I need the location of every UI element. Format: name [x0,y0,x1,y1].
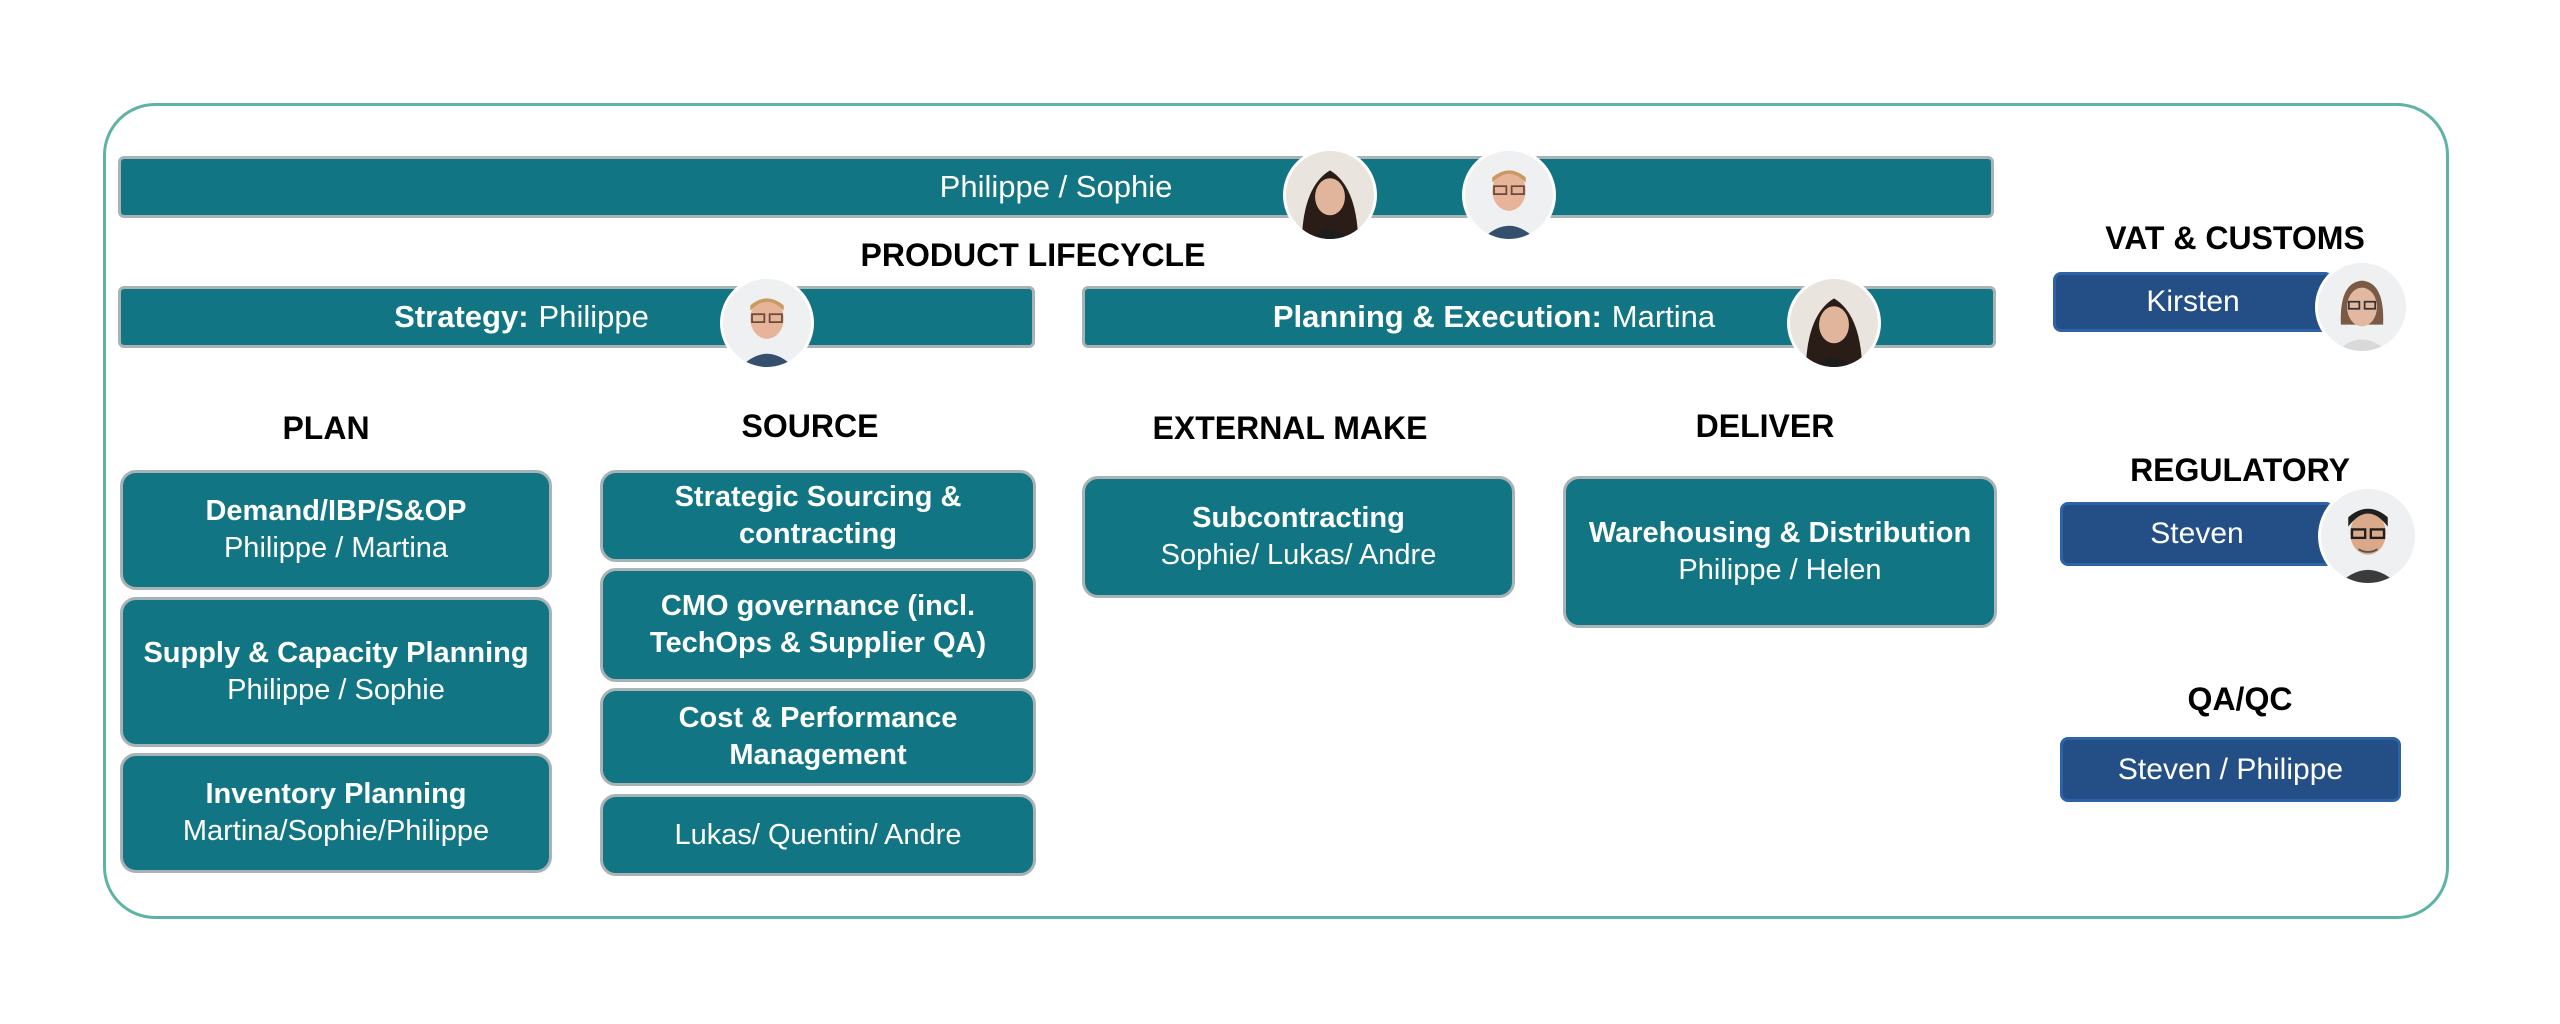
box-owners: Martina/Sophie/Philippe [182,815,490,847]
product-lifecycle-heading: PRODUCT LIFECYCLE [860,237,1206,273]
box-title: Cost & Performance Management [678,702,958,771]
vat-customs-bar: Kirsten [2053,272,2333,332]
vat-customs-owner: Kirsten [2146,285,2240,318]
box-title: Warehousing & Distribution [1588,517,1972,549]
box-owners: Philippe / Sophie [227,674,445,706]
source-box-cost-performance: Cost & Performance Management [600,688,1036,786]
planning-bold-label: Planning & Execution: [1272,299,1602,334]
box-owners: Philippe / Martina [223,532,449,564]
deliver-heading: DELIVER [1695,408,1835,444]
avatar-woman-icon [1283,148,1377,242]
regulatory-heading: REGULATORY [2130,452,2350,488]
diagram-frame [103,103,2449,919]
source-box-strategic-sourcing: Strategic Sourcing & contracting [600,470,1036,562]
strategy-bar: Strategy: Philippe [118,286,1035,348]
avatar-man-icon [1462,148,1556,242]
source-box-cmo-governance: CMO governance (incl. TechOps & Supplier… [600,568,1036,682]
qa-qc-bar: Steven / Philippe [2060,737,2401,802]
top-bar-label: Philippe / Sophie [939,169,1173,204]
regulatory-bar: Steven [2060,502,2334,566]
external-make-heading: EXTERNAL MAKE [1152,410,1428,446]
box-title: Demand/IBP/S&OP [205,495,467,527]
box-title: Supply & Capacity Planning [143,637,529,669]
plan-box-demand: Demand/IBP/S&OP Philippe / Martina [120,470,552,590]
source-heading: SOURCE [741,408,879,444]
external-make-box-subcontracting: Subcontracting Sophie/ Lukas/ Andre [1082,476,1515,598]
box-title: Subcontracting [1192,502,1405,534]
box-title: Strategic Sourcing & contracting [674,481,962,550]
avatar-woman-icon [1787,276,1881,370]
strategy-bold-label: Strategy: [394,299,529,334]
plan-heading: PLAN [282,410,370,446]
plan-box-supply-capacity: Supply & Capacity Planning Philippe / So… [120,597,552,747]
qa-qc-owners: Steven / Philippe [2117,752,2344,786]
plan-box-inventory: Inventory Planning Martina/Sophie/Philip… [120,753,552,873]
box-title: CMO governance (incl. TechOps & Supplier… [649,590,987,659]
deliver-box-warehousing: Warehousing & Distribution Philippe / He… [1563,476,1997,628]
box-owners: Lukas/ Quentin/ Andre [674,818,962,851]
avatar-man-icon [720,276,814,370]
box-owners: Philippe / Helen [1678,554,1882,586]
box-title: Inventory Planning [205,778,467,810]
vat-customs-heading: VAT & CUSTOMS [2105,220,2365,256]
source-box-owners: Lukas/ Quentin/ Andre [600,794,1036,876]
strategy-owner: Philippe [538,299,649,334]
planning-owner: Martina [1611,299,1716,334]
regulatory-owner: Steven [2150,517,2244,550]
avatar-man-glasses-icon [2318,486,2418,586]
box-owners: Sophie/ Lukas/ Andre [1160,539,1437,571]
top-bar: Philippe / Sophie [118,156,1994,218]
avatar-woman-glasses-icon [2315,260,2409,354]
qa-qc-heading: QA/QC [2187,681,2293,717]
